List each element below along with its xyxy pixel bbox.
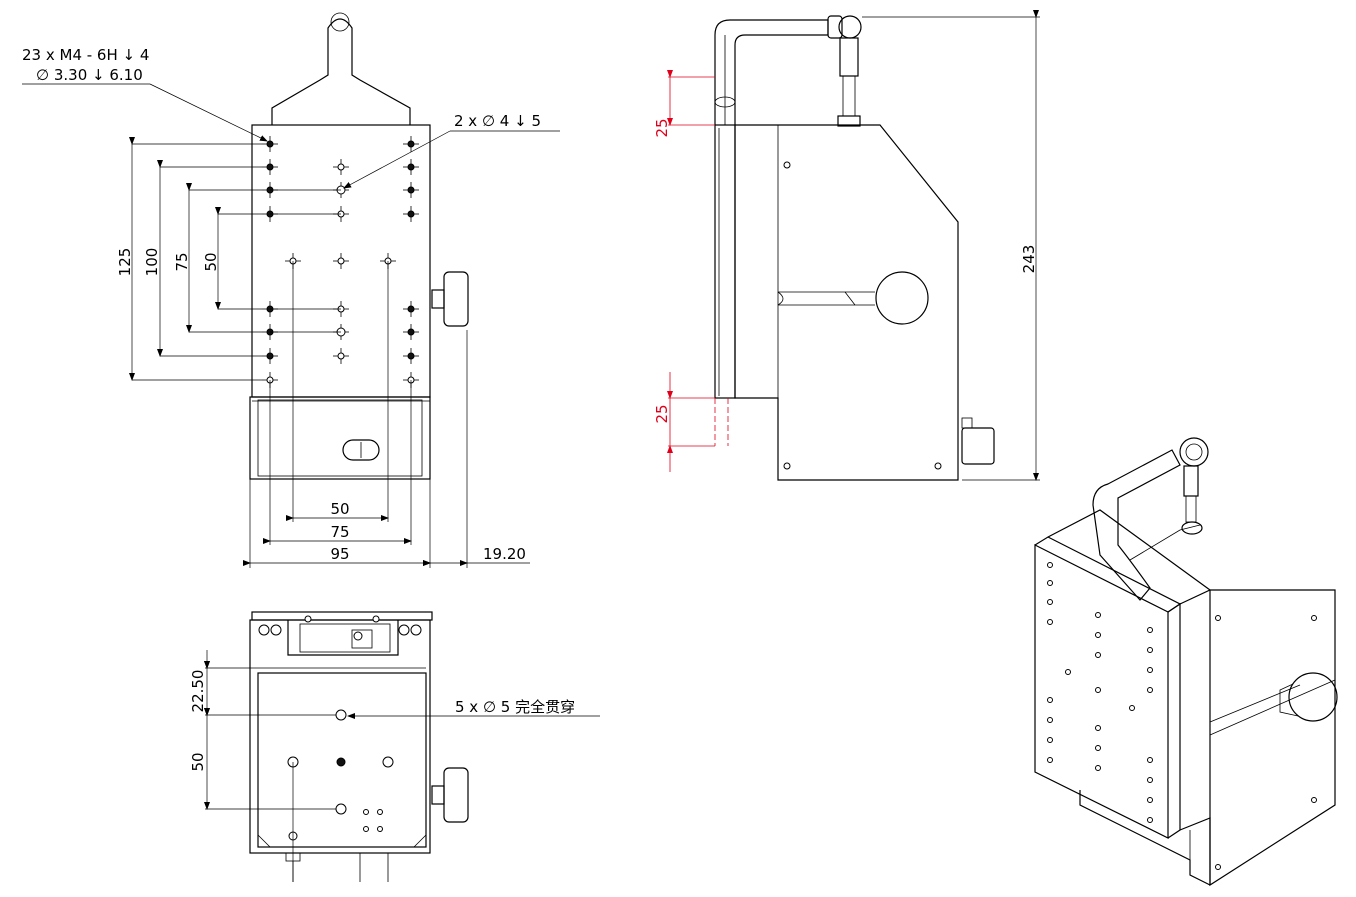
front-view-slot — [342, 439, 380, 461]
side-view-plate — [714, 124, 736, 399]
bottom-view-body — [249, 619, 431, 854]
pin-hole-callout: 2 x ∅ 4 ↓ 5 — [454, 112, 541, 130]
dim-19-20: 19.20 — [483, 545, 526, 563]
dim-100: 100 — [143, 248, 161, 277]
through-hole-callout: 5 x ∅ 5 完全贯穿 — [455, 698, 575, 716]
front-view-handle — [271, 18, 411, 125]
dim-25-bottom: 25 — [653, 404, 671, 423]
front-view-leaders — [22, 83, 560, 189]
front-view-horizontal-dims — [243, 261, 530, 568]
iso-plate-holes — [1047, 562, 1153, 823]
iso-handle-arm — [1092, 449, 1181, 601]
front-view-housing — [249, 396, 431, 480]
bottom-view-knob — [443, 767, 469, 823]
side-view-body — [734, 124, 959, 481]
front-view-knob — [443, 271, 469, 327]
dim-75-horizontal: 75 — [330, 523, 349, 541]
dim-22-50: 22.50 — [189, 670, 207, 713]
iso-knob — [1288, 672, 1338, 722]
side-view-arm — [714, 19, 829, 125]
dim-50-horizontal: 50 — [330, 500, 349, 518]
iso-body-side — [1179, 589, 1336, 887]
side-view — [667, 10, 1040, 481]
dim-25-top: 25 — [653, 118, 671, 137]
handle-knob — [330, 12, 350, 32]
front-view-holes — [262, 136, 419, 388]
bottom-view-top-plate — [251, 611, 433, 621]
thread-callout-line2: ∅ 3.30 ↓ 6.10 — [36, 66, 143, 84]
side-view-ball — [875, 271, 929, 325]
bottom-view-bracket — [287, 620, 399, 656]
front-view — [22, 12, 560, 568]
dim-125: 125 — [116, 248, 134, 277]
dim-243: 243 — [1020, 245, 1038, 274]
thread-callout-line1: 23 x M4 - 6H ↓ 4 — [22, 46, 149, 64]
front-view-vertical-dims — [129, 137, 341, 381]
isometric-view — [1034, 437, 1338, 887]
dim-75-vertical: 75 — [173, 252, 191, 271]
dim-50-vertical: 50 — [202, 252, 220, 271]
dim-50-bottom: 50 — [189, 752, 207, 771]
bottom-view — [204, 611, 600, 882]
bottom-view-cavity — [257, 672, 427, 848]
dim-95: 95 — [330, 545, 349, 563]
